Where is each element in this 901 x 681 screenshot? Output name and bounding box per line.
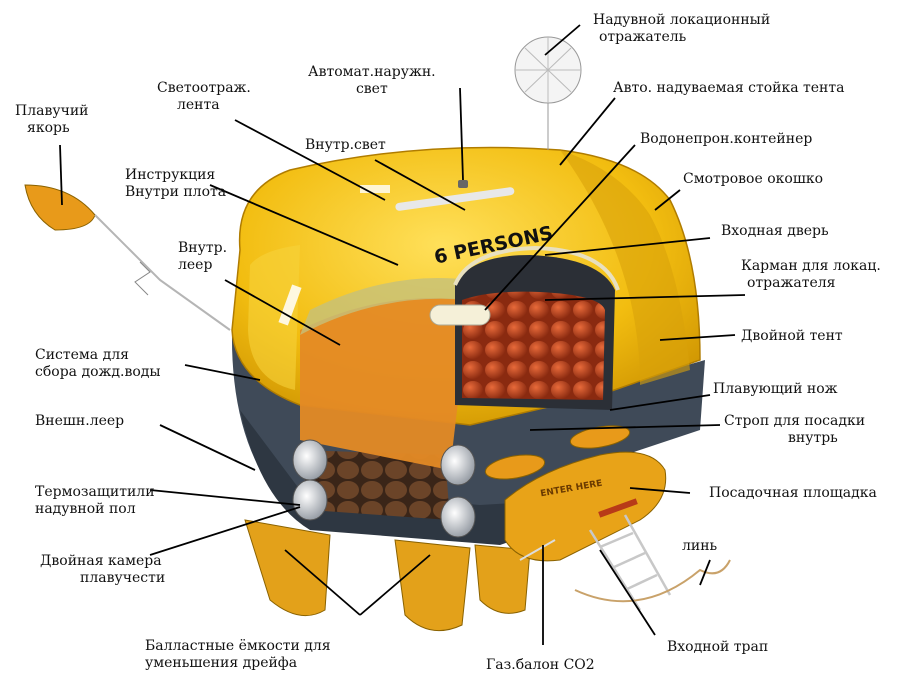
label-insulated-floor: Термозащитили надувной пол: [35, 484, 155, 518]
label-double-canopy: Двойной тент: [741, 328, 843, 345]
label-sea-anchor: Плавучий якорь: [15, 103, 89, 137]
label-ballast-line2: уменьшения дрейфа: [145, 655, 331, 672]
label-ballast: Балластные ёмкости для уменьшения дрейфа: [145, 638, 331, 672]
label-outer-line: Внешн.леер: [35, 413, 124, 430]
label-insulated-floor-line1: Термозащитили: [35, 484, 155, 501]
label-outer-light-line1: Автомат.наружн.: [308, 64, 436, 81]
label-reflector-pocket: Карман для локац. отражателя: [741, 258, 881, 292]
label-ladder-line1: Входной трап: [667, 639, 768, 656]
label-sea-anchor-line2: якорь: [15, 120, 89, 137]
label-double-chamber-line2: плавучести: [40, 570, 165, 587]
label-boarding-platform: Посадочная площадка: [709, 485, 877, 502]
label-canopy-arch-line1: Авто. надуваемая стойка тента: [613, 80, 844, 97]
label-waterproof-container-line1: Водонепрон.контейнер: [640, 131, 812, 148]
label-rain-collection-line2: сбора дожд.воды: [35, 364, 161, 381]
label-boarding-strap: Строп для посадки внутрь: [724, 413, 865, 447]
label-rain-collection-line1: Система для: [35, 347, 161, 364]
label-canopy-arch: Авто. надуваемая стойка тента: [613, 80, 844, 97]
label-instructions-line1: Инструкция: [125, 167, 226, 184]
label-reflective-tape: Светоотраж. лента: [157, 80, 251, 114]
label-reflective-tape-line2: лента: [157, 97, 251, 114]
label-co2-line1: Газ.балон CO2: [486, 657, 595, 674]
label-double-chamber: Двойная камера плавучести: [40, 553, 165, 587]
label-outer-light-line2: свет: [308, 81, 436, 98]
waterproof-container-shape: [430, 305, 490, 325]
label-double-canopy-line1: Двойной тент: [741, 328, 843, 345]
label-outer-line-line1: Внешн.леер: [35, 413, 124, 430]
label-entrance: Входная дверь: [721, 223, 829, 240]
label-boarding-platform-line1: Посадочная площадка: [709, 485, 877, 502]
outer-light-fixture: [458, 180, 468, 188]
label-ladder: Входной трап: [667, 639, 768, 656]
label-reflector-pocket-line2: отражателя: [741, 275, 881, 292]
label-viewing-window: Смотровое окошко: [683, 171, 823, 188]
label-instructions-line2: Внутри плота: [125, 184, 226, 201]
label-floating-knife-line1: Плавующий нож: [713, 381, 838, 398]
label-line-line1: линь: [682, 538, 717, 555]
radar-reflector-shape: [515, 37, 581, 150]
label-inner-line-line1: Внутр.: [178, 240, 227, 257]
label-inner-line: Внутр. леер: [178, 240, 227, 274]
label-reflector: Надувной локационный отражатель: [593, 12, 770, 46]
label-rain-collection: Система для сбора дожд.воды: [35, 347, 161, 381]
label-boarding-strap-line1: Строп для посадки: [724, 413, 865, 430]
label-ballast-line1: Балластные ёмкости для: [145, 638, 331, 655]
label-reflector-line2: отражатель: [593, 29, 770, 46]
label-insulated-floor-line2: надувной пол: [35, 501, 155, 518]
label-line: линь: [682, 538, 717, 555]
label-inner-light: Внутр.свет: [305, 137, 386, 154]
label-double-chamber-line1: Двойная камера: [40, 553, 165, 570]
label-instructions: Инструкция Внутри плота: [125, 167, 226, 201]
label-viewing-window-line1: Смотровое окошко: [683, 171, 823, 188]
label-inner-light-line1: Внутр.свет: [305, 137, 386, 154]
label-outer-light: Автомат.наружн. свет: [308, 64, 436, 98]
label-inner-line-line2: леер: [178, 257, 227, 274]
label-reflector-pocket-line1: Карман для локац.: [741, 258, 881, 275]
label-reflective-tape-line1: Светоотраж.: [157, 80, 251, 97]
label-sea-anchor-line1: Плавучий: [15, 103, 89, 120]
label-floating-knife: Плавующий нож: [713, 381, 838, 398]
label-boarding-strap-line2: внутрь: [724, 430, 865, 447]
label-co2: Газ.балон CO2: [486, 657, 595, 674]
label-reflector-line1: Надувной локационный: [593, 12, 770, 29]
label-waterproof-container: Водонепрон.контейнер: [640, 131, 812, 148]
label-entrance-line1: Входная дверь: [721, 223, 829, 240]
